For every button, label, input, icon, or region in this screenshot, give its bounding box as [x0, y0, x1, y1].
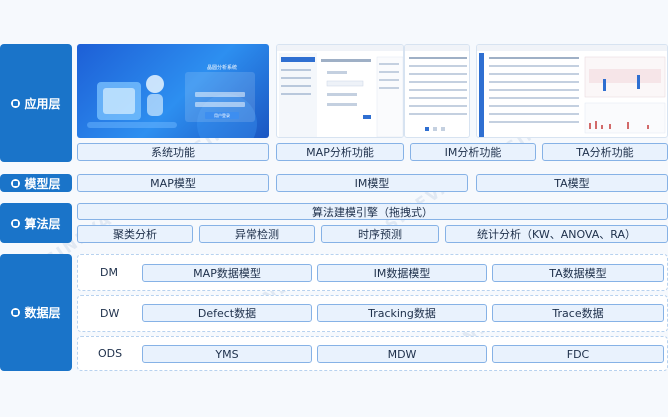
ta-analysis-mockup	[477, 45, 667, 137]
im-analysis-screenshot	[404, 44, 470, 138]
model-layer-text: 模型层	[24, 176, 61, 191]
data-row-label: DM	[100, 266, 118, 279]
app-layer-text: 应用层	[24, 96, 61, 111]
algorithm-anomaly: 异常检测	[199, 225, 315, 243]
app-layer-label: 应用层	[0, 44, 72, 162]
model-layer-icon	[11, 178, 21, 188]
ods-fdc: FDC	[492, 345, 664, 363]
model-ta: TA模型	[476, 174, 668, 192]
data-row-label: DW	[100, 307, 120, 320]
data-layer-text: 数据层	[24, 306, 61, 320]
map-analysis-screenshot	[276, 44, 404, 138]
dm-im: IM数据模型	[317, 264, 487, 282]
algorithm-engine: 算法建模引擎（拖拽式）	[77, 203, 668, 220]
model-map: MAP模型	[77, 174, 269, 192]
data-layer-icon	[11, 308, 21, 317]
algorithm-layer-label: 算法层	[0, 203, 72, 243]
algorithm-timeseries: 时序预测	[321, 225, 439, 243]
login-illustration	[87, 72, 257, 138]
data-layer-label: 数据层	[0, 254, 72, 371]
model-im: IM模型	[276, 174, 468, 192]
login-button: 用户登录	[205, 112, 239, 119]
ods-yms: YMS	[142, 345, 312, 363]
algorithm-layer-text: 算法层	[24, 216, 61, 231]
dw-tracking: Tracking数据	[317, 304, 487, 322]
algorithm-layer-icon	[11, 218, 21, 228]
algorithm-clustering: 聚类分析	[77, 225, 193, 243]
app-function-system: 系统功能	[77, 143, 269, 161]
im-analysis-mockup	[405, 45, 469, 131]
data-row-label: ODS	[98, 347, 123, 360]
app-layer-icon	[11, 98, 21, 108]
map-analysis-mockup	[277, 45, 403, 137]
app-function-map: MAP分析功能	[276, 143, 404, 161]
ods-mdw: MDW	[317, 345, 487, 363]
dm-ta: TA数据模型	[492, 264, 664, 282]
dw-trace: Trace数据	[492, 304, 664, 322]
app-function-im: IM分析功能	[410, 143, 536, 161]
dm-map: MAP数据模型	[142, 264, 312, 282]
model-layer-label: 模型层	[0, 174, 72, 192]
app-function-ta: TA分析功能	[542, 143, 668, 161]
ta-analysis-screenshot	[476, 44, 668, 138]
algorithm-statistics: 统计分析（KW、ANOVA、RA）	[445, 225, 668, 243]
dw-defect: Defect数据	[142, 304, 312, 322]
login-title: 晶圆分析系统	[207, 65, 238, 71]
login-screenshot: 晶圆分析系统 用户登录	[77, 44, 269, 138]
